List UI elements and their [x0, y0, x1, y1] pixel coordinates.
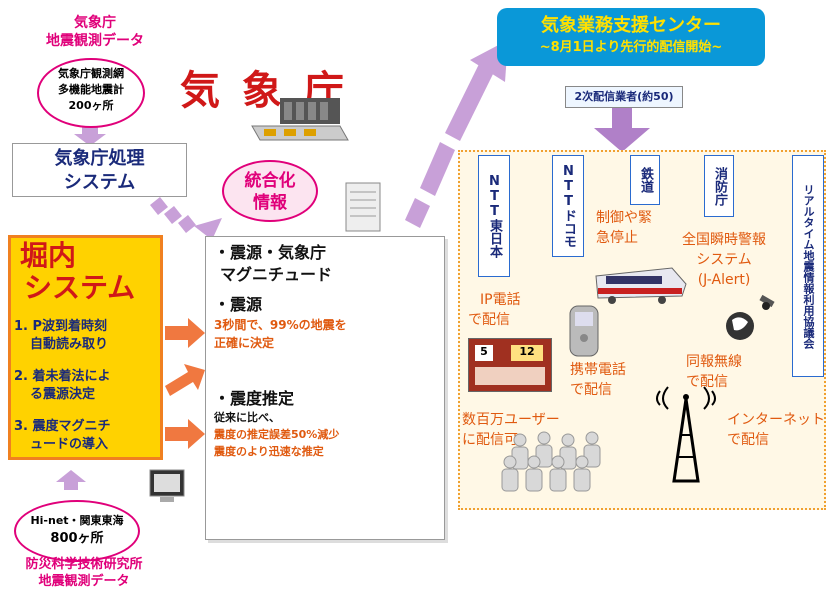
jalert-text: 全国瞬時警報 システム (J-Alert) [682, 232, 766, 288]
secondary-distributors-label: 2次配信業者(約50) [565, 86, 683, 108]
hinet-circle: Hi-net・関東東海 800ヶ所 [14, 500, 140, 562]
jma-processing-box: 気象庁処理 システム [12, 143, 187, 197]
label-realtime-council: リアルタイム地震情報利用協議会 [792, 155, 824, 377]
server-icon [345, 182, 381, 232]
horiuchi-item-1: 1. P波到着時刻 自動読み取り [14, 319, 109, 352]
radio-text: 同報無線 で配信 [686, 354, 742, 390]
label-railway: 鉄道 [630, 155, 660, 205]
ip-phone-device: 5 12 [468, 338, 552, 392]
label-ntt-east: NTT東日本 [478, 155, 510, 277]
center-text: ・震源・気象庁 マグニチュード ・震源 3秒間で、99%の地震を 正確に決定 ・… [214, 243, 347, 458]
support-center-banner: 気象業務支援センター ~8月1日より先行的配信開始~ [497, 8, 765, 66]
arrow-processing-to-center [150, 197, 222, 240]
mobile-phone-icon [569, 305, 599, 357]
jma-network-circle: 気象庁観測網 多機能地震計 200ヶ所 [37, 58, 145, 128]
radio-tower-icon [656, 386, 716, 483]
train-icon [595, 267, 687, 304]
monitor-icon [149, 469, 185, 502]
horiuchi-item-2: 2. 着未着法によ る震源決定 [14, 369, 111, 402]
horiuchi-title: 堀内 システム [20, 239, 136, 304]
hinet-label: 防災科学技術研究所 地震観測データ [25, 557, 143, 589]
users-crowd-icon [501, 431, 601, 492]
supercomputer-icon [251, 98, 349, 141]
jma-data-label: 気象庁 地震観測データ [46, 15, 144, 49]
arrow-horiuchi-to-center [165, 318, 205, 449]
mobile-text: 携帯電話 で配信 [570, 362, 626, 398]
users-text: 数百万ユーザー に配信可 [462, 412, 560, 448]
horiuchi-item-3: 3. 震度マグニチ ュードの導入 [14, 419, 111, 452]
label-ntt-docomo: NTTドコモ [552, 155, 584, 257]
internet-text: インターネット で配信 [727, 412, 825, 448]
horiuchi-box [8, 235, 163, 460]
device-screen-a: 5 [475, 345, 493, 361]
train-text: 制御や緊 急停止 [596, 210, 652, 246]
ip-phone-text: IP電話 で配信 [468, 292, 521, 328]
integration-bubble: 統合化 情報 [222, 160, 318, 222]
label-fire-agency: 消防庁 [704, 155, 734, 217]
device-screen-b: 12 [511, 345, 543, 361]
satellite-globe-icon [726, 294, 775, 340]
arrow-support-down [594, 108, 650, 152]
center-info-box [205, 236, 445, 540]
arrow-hinet-to-horiuchi [56, 470, 86, 490]
arrow-network-to-processing [74, 126, 106, 146]
